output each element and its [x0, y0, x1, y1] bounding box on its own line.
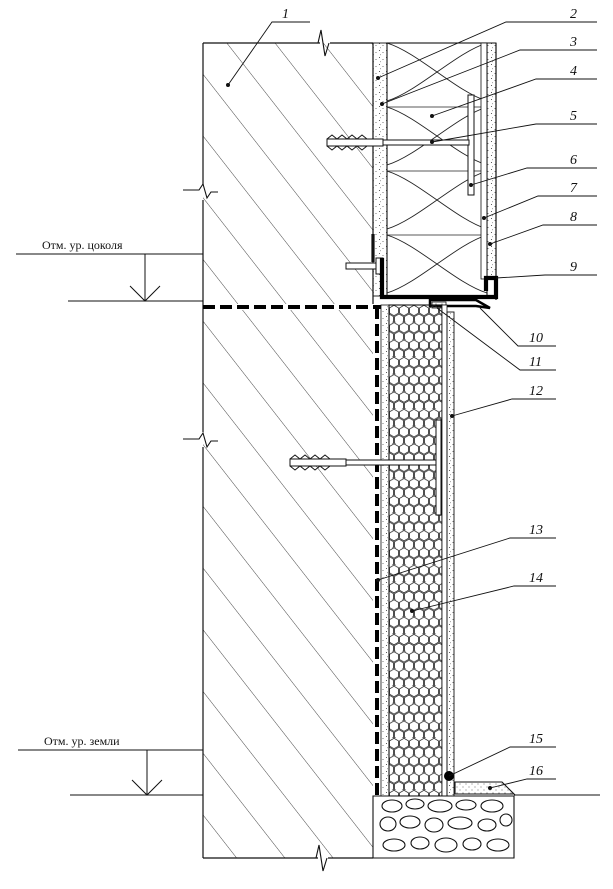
waterproofing-layer	[203, 305, 381, 858]
callout-1: 1	[282, 7, 289, 22]
callout-7: 7	[570, 181, 578, 196]
callout-numbers: 1 2 3 4 5 6 7 8 9 10 11 12 13 14 15 16	[282, 7, 578, 779]
callout-2: 2	[570, 7, 577, 22]
callout-4: 4	[570, 64, 577, 79]
masonry-wall	[202, 42, 374, 859]
callout-15: 15	[529, 732, 543, 747]
callout-9: 9	[570, 260, 577, 275]
blind-area	[372, 781, 516, 859]
callout-3: 3	[569, 35, 577, 50]
gravel-fill	[379, 798, 513, 853]
anchor-dowel-plinth	[289, 454, 437, 471]
callout-12: 12	[529, 384, 543, 399]
callout-leaders	[227, 21, 597, 789]
callout-8: 8	[570, 210, 577, 225]
plinth-level-marker: Отм. ур. цоколя	[16, 238, 203, 302]
callout-10: 10	[529, 331, 543, 346]
plinth-system	[289, 304, 455, 797]
callout-16: 16	[529, 764, 543, 779]
callout-13: 13	[529, 523, 543, 538]
plinth-level-label: Отм. ур. цоколя	[42, 238, 123, 252]
break-marks	[183, 29, 330, 872]
anchor-dowel-upper	[326, 134, 470, 151]
ground-level-marker: Отм. ур. земли	[18, 734, 600, 796]
leader-dots	[226, 76, 492, 790]
callout-14: 14	[529, 571, 543, 586]
callout-11: 11	[529, 355, 542, 370]
callout-5: 5	[570, 109, 577, 124]
ground-level-label: Отм. ур. земли	[44, 734, 120, 748]
callout-6: 6	[570, 153, 577, 168]
plinth-base-profile	[379, 258, 499, 300]
